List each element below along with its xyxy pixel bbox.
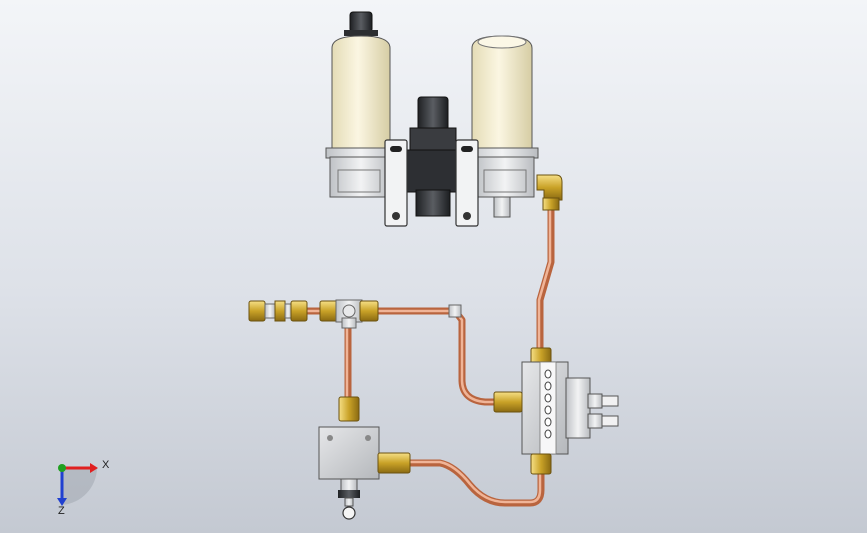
pressure-regulator[interactable] (403, 96, 463, 217)
pipe-from-unit (536, 204, 555, 356)
manifold-port-holes (544, 369, 552, 439)
coordinate-triad-icon: X Z (57, 459, 110, 517)
mounting-bracket-right (455, 139, 479, 227)
valve-block[interactable] (318, 396, 411, 520)
mounting-bracket-left (384, 139, 408, 227)
copper-pipes (296, 204, 555, 507)
tee-fitting[interactable] (335, 299, 363, 329)
frl-unit[interactable] (325, 11, 563, 227)
pipe-main-horizontal (296, 307, 501, 406)
axis-x-label: X (102, 459, 110, 471)
distribution-manifold[interactable] (493, 347, 619, 475)
pipe-drop-to-block (344, 314, 352, 402)
axis-z-label: Z (58, 505, 65, 517)
inlet-fitting-string[interactable] (248, 299, 462, 329)
filter-bowl-left[interactable] (325, 11, 397, 198)
lubricator-bowl-right[interactable] (465, 35, 539, 218)
elbow-fitting[interactable] (536, 174, 563, 211)
pipe-bottom-return (404, 459, 545, 507)
drain-valve[interactable] (338, 478, 360, 520)
manifold-outlet-ports (587, 393, 619, 429)
